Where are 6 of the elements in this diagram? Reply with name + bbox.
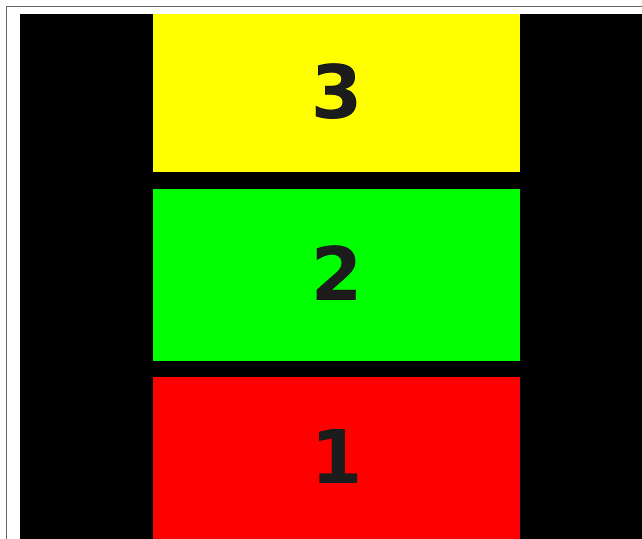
level-number: 1 <box>310 421 362 495</box>
level-block <box>153 377 520 539</box>
level-block <box>153 189 520 361</box>
level-block <box>153 14 520 172</box>
level-number: 3 <box>310 56 362 130</box>
level-number: 2 <box>310 238 362 312</box>
